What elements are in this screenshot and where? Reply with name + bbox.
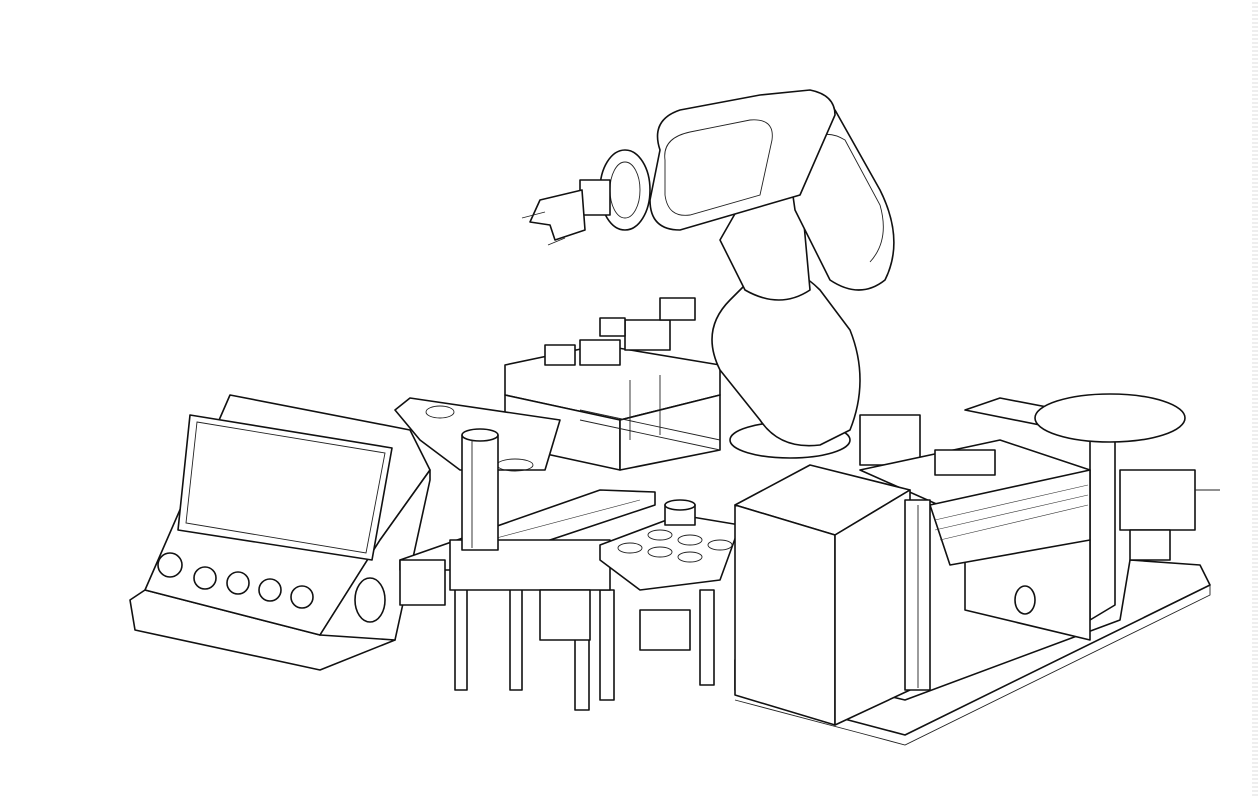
knob-4 (258, 578, 282, 602)
parts-tray (599, 499, 741, 686)
conveyor-leg (599, 589, 615, 701)
knob-3 (226, 571, 250, 595)
side-cutout (354, 577, 386, 623)
gripper (529, 189, 586, 241)
conveyor-leg (509, 579, 523, 691)
stepper-motor (1119, 469, 1196, 531)
tray-leg (699, 589, 715, 686)
vertical-cylinder (461, 428, 499, 551)
knob-5 (290, 585, 314, 609)
electrical-cabinet (734, 464, 931, 726)
linear-module (859, 393, 1220, 641)
cabinet-post (904, 499, 931, 691)
gripper-flange (579, 179, 611, 216)
carriage (934, 449, 996, 476)
robot-forearm (649, 89, 836, 231)
knob-1 (157, 552, 183, 578)
hmi-panel (129, 394, 431, 671)
left-conveyor (399, 489, 656, 711)
hmi-screen (177, 414, 393, 561)
scroll-edge (1252, 0, 1258, 798)
knob-2 (193, 566, 217, 590)
robot-arm (521, 89, 921, 466)
turntable (1034, 393, 1186, 443)
